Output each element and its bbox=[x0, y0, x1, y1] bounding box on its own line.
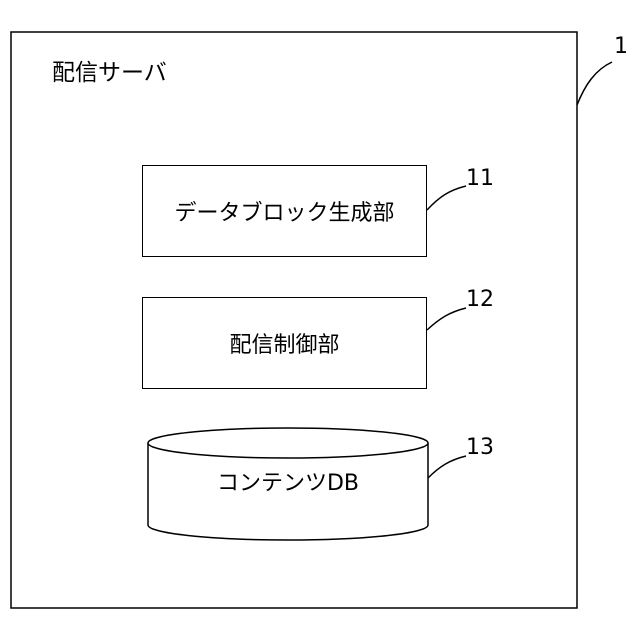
leader-line-13 bbox=[428, 456, 466, 478]
ref-label-12: 12 bbox=[466, 287, 494, 313]
delivery-control-label: 配信制御部 bbox=[229, 327, 339, 359]
ref-label-1: 1 bbox=[614, 34, 628, 60]
server-title: 配信サーバ bbox=[52, 58, 167, 88]
content-db-label: コンテンツDB bbox=[148, 470, 428, 498]
leader-line-11 bbox=[427, 186, 466, 210]
ref-label-11: 11 bbox=[466, 166, 494, 192]
ref-label-13: 13 bbox=[466, 435, 494, 461]
leader-line-1 bbox=[577, 62, 612, 105]
data-block-generator-box: データブロック生成部 bbox=[142, 165, 427, 257]
data-block-generator-label: データブロック生成部 bbox=[174, 195, 394, 227]
delivery-control-box: 配信制御部 bbox=[142, 297, 427, 389]
leader-line-12 bbox=[427, 308, 466, 330]
